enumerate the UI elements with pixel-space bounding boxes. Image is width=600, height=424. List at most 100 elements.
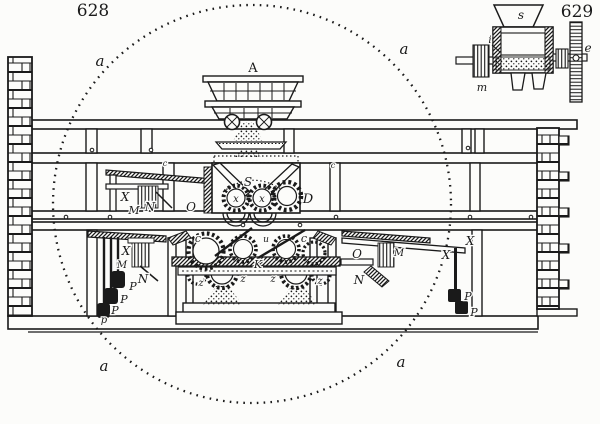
label-right-P1: P xyxy=(463,290,472,303)
gear-mid-left-face xyxy=(232,238,254,260)
gear-mid-left xyxy=(228,234,258,264)
left-stamp-battery xyxy=(87,230,167,318)
drive-gear-face xyxy=(276,185,298,207)
inset-leg-right xyxy=(531,72,547,90)
shaker-sloped-board xyxy=(341,237,466,254)
label-upperleft-O: O xyxy=(186,200,196,214)
label-beam-c-left: c xyxy=(163,159,168,168)
dotted-arc xyxy=(222,179,285,193)
lettering: 628 629 a a a a A X M N O S x x D c c c … xyxy=(77,1,593,376)
cart-top-rail xyxy=(202,75,304,83)
figure-number-inset: 629 xyxy=(561,2,593,22)
label-z-1: z xyxy=(197,278,204,289)
shaker-weight-2 xyxy=(455,301,468,314)
shaker-rail xyxy=(340,258,374,266)
label-stamps-p4: p xyxy=(101,315,108,326)
mid-floor-beam-lower xyxy=(27,221,539,231)
label-a-bottomright: a xyxy=(397,353,406,371)
label-right-X1: X xyxy=(465,234,475,248)
swing-path-dotted-circle xyxy=(51,3,453,405)
stamp-link xyxy=(139,265,159,282)
right-shaker xyxy=(340,230,468,314)
label-geartrain-u: u xyxy=(263,235,269,245)
crushed-ore-cone-right xyxy=(278,286,318,305)
ore-feed xyxy=(214,122,288,157)
sieve-grate xyxy=(137,185,159,209)
bracket-left xyxy=(167,230,192,246)
label-inset-i: i xyxy=(488,35,491,46)
label-right-X2: X xyxy=(441,248,451,262)
gear-small-right xyxy=(301,240,327,266)
label-stamps-P3: P xyxy=(110,304,119,317)
label-right-O: O xyxy=(352,247,362,261)
inset-leg-left xyxy=(510,72,526,91)
label-geartrain-c-right: c xyxy=(301,232,307,245)
ore-stream-lower xyxy=(235,149,261,157)
stamp-grate xyxy=(131,242,150,268)
stamp-head-1 xyxy=(97,303,110,318)
main-shaft-bar xyxy=(171,256,341,267)
label-z-4: z xyxy=(316,276,323,287)
connecting-rod-right xyxy=(257,228,306,260)
inset-pinion-m xyxy=(472,44,490,78)
lower-gear-train xyxy=(167,227,343,325)
inset-rack-e xyxy=(569,21,583,103)
shaker-rod xyxy=(454,248,457,292)
top-platform-beam xyxy=(27,119,578,130)
second-beam xyxy=(27,152,539,164)
inset-i-leader xyxy=(491,44,501,53)
sieve-post xyxy=(109,174,117,212)
right-brick-wall xyxy=(536,127,560,310)
roller-left-face xyxy=(226,188,246,208)
cart-lower-slats xyxy=(214,108,292,118)
right-ground-base xyxy=(536,308,578,317)
label-funnel-S: S xyxy=(244,175,252,189)
posts-level-1 xyxy=(85,128,485,154)
label-roller-x-right: x xyxy=(259,194,265,205)
shaker-hatched-bar xyxy=(341,230,431,244)
stamp-head-3 xyxy=(111,271,125,288)
crusher-left-wall xyxy=(203,166,213,214)
mine-cart xyxy=(202,75,304,131)
sieve-rail xyxy=(105,183,169,190)
label-stamps-N: N xyxy=(137,272,149,286)
label-gear-D: D xyxy=(302,192,314,207)
shaker-weight-1 xyxy=(448,289,461,302)
cart-mid-rail xyxy=(204,100,302,108)
label-roller-x-left: x xyxy=(233,194,239,205)
label-beam-c-right: c xyxy=(331,161,336,170)
label-right-M: M xyxy=(393,248,405,259)
cart-upper-slats xyxy=(210,83,296,100)
label-upperleft-M: M xyxy=(127,204,140,217)
drive-gear-D xyxy=(270,179,304,213)
bracket-right xyxy=(312,230,337,246)
label-stamps-X: X xyxy=(121,244,131,258)
shaker-grate xyxy=(377,242,395,268)
sieve-link xyxy=(155,191,173,209)
label-geartrain-c-left: c xyxy=(195,232,201,245)
beam-bolts xyxy=(63,145,534,228)
label-upperleft-N: N xyxy=(144,200,156,214)
right-brick-wall-toothing xyxy=(558,135,570,290)
inset-small-pinion xyxy=(555,48,569,69)
stamp-cap xyxy=(127,237,155,244)
sloped-board xyxy=(105,169,215,185)
label-inset-s: s xyxy=(518,8,524,22)
label-cart-A: A xyxy=(247,61,258,76)
label-a-bottomleft: a xyxy=(100,357,109,375)
screen-bar xyxy=(177,266,337,276)
gear-c-left-face xyxy=(192,237,220,265)
connecting-rod-left xyxy=(214,227,253,257)
label-z-2: z xyxy=(239,274,246,285)
label-inset-e: e xyxy=(584,41,591,55)
shaker-chute xyxy=(363,265,390,288)
figure-number-main: 628 xyxy=(77,1,109,21)
label-a-topleft: a xyxy=(96,52,105,70)
inset-bed xyxy=(495,56,551,71)
label-stamps-P2: P xyxy=(119,293,128,306)
label-stamps-M: M xyxy=(116,260,128,271)
inset-hub xyxy=(572,54,580,62)
label-geartrain-K: K xyxy=(253,258,263,271)
